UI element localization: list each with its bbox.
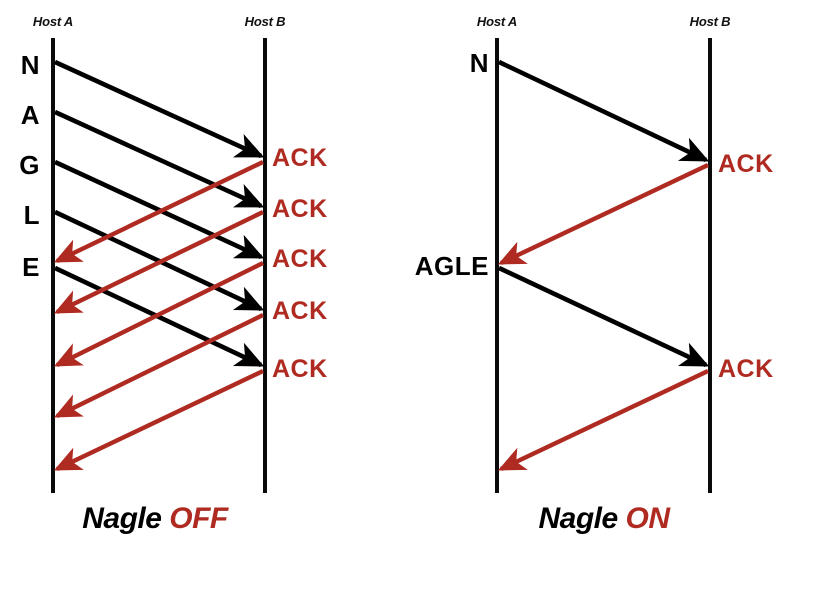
panel-nagle-off: Host A Host B N A G L E	[19, 14, 327, 535]
data-arrow-2-right	[498, 265, 710, 368]
ack-arrow-5-left	[53, 369, 264, 471]
caption-prefix-right: Nagle	[538, 502, 625, 535]
ack-arrows-left	[53, 160, 264, 471]
data-arrows-right	[498, 59, 710, 368]
host-b-label-right: Host B	[690, 14, 731, 29]
segment-letter-l-left: L	[24, 200, 40, 230]
ack-label-1-right: ACK	[718, 150, 774, 178]
host-b-label-left: Host B	[245, 14, 286, 29]
ack-label-5-left: ACK	[272, 355, 328, 383]
ack-arrow-2-left	[53, 210, 264, 314]
segment-letter-n-right: N	[470, 48, 489, 78]
ack-label-3-left: ACK	[272, 245, 328, 273]
ack-label-2-right: ACK	[718, 355, 774, 383]
segment-letter-a-left: A	[21, 100, 40, 130]
ack-arrow-4-left	[53, 313, 264, 418]
ack-arrows-right	[497, 163, 709, 471]
ack-label-1-left: ACK	[272, 144, 328, 172]
caption-nagle-off: Nagle OFF	[82, 502, 229, 535]
data-arrow-3-left	[54, 159, 265, 260]
ack-label-2-left: ACK	[272, 195, 328, 223]
data-arrow-4-left	[54, 209, 265, 312]
host-a-label-left: Host A	[33, 14, 73, 29]
data-arrow-2-left	[54, 109, 265, 209]
host-a-label-right: Host A	[477, 14, 517, 29]
segment-letter-n-left: N	[21, 50, 40, 80]
ack-arrow-1-left	[53, 160, 264, 263]
segment-letter-agle-right: AGLE	[415, 251, 489, 281]
caption-state-left: OFF	[169, 502, 229, 535]
caption-prefix-left: Nagle	[82, 502, 169, 535]
caption-nagle-on: Nagle ON	[538, 502, 671, 535]
panel-nagle-on: Host A Host B N AGLE ACK ACK Nagle ON	[415, 14, 774, 535]
segment-letter-e-left: E	[22, 252, 40, 282]
ack-label-4-left: ACK	[272, 297, 328, 325]
ack-arrow-1-right	[497, 163, 709, 265]
ack-arrow-3-left	[53, 261, 264, 367]
caption-state-right: ON	[626, 502, 672, 535]
data-arrow-1-right	[498, 59, 710, 163]
segment-letter-g-left: G	[19, 150, 40, 180]
data-arrow-1-left	[54, 59, 265, 159]
ack-arrow-2-right	[497, 369, 709, 471]
